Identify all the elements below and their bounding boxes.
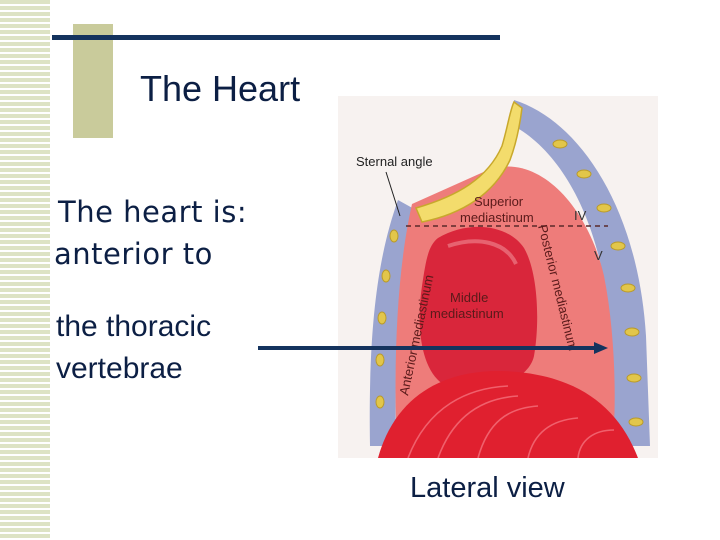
superior-label-2: mediastinum <box>460 210 534 225</box>
intro-line-1: The heart is: <box>58 195 248 229</box>
accent-block <box>73 24 113 138</box>
rib-iv-label: IV <box>574 208 587 223</box>
body-line-1: the thoracic <box>56 310 212 343</box>
slide-title: The Heart <box>140 68 301 109</box>
figure-caption: Lateral view <box>410 472 565 504</box>
title-rule <box>52 35 500 40</box>
decorative-stripe-bar <box>0 0 50 540</box>
middle-label-1: Middle <box>450 290 488 305</box>
sternal-angle-label: Sternal angle <box>356 154 433 169</box>
rib-v-label: V <box>594 248 603 263</box>
superior-label-1: Superior <box>474 194 524 209</box>
pointer-arrow <box>258 342 608 354</box>
intro-line-2: anterior to <box>54 237 213 271</box>
mediastinum-lateral-illustration: Sternal angle Superior mediastinum Middl… <box>338 96 658 458</box>
body-line-2: vertebrae <box>56 352 183 385</box>
middle-label-2: mediastinum <box>430 306 504 321</box>
